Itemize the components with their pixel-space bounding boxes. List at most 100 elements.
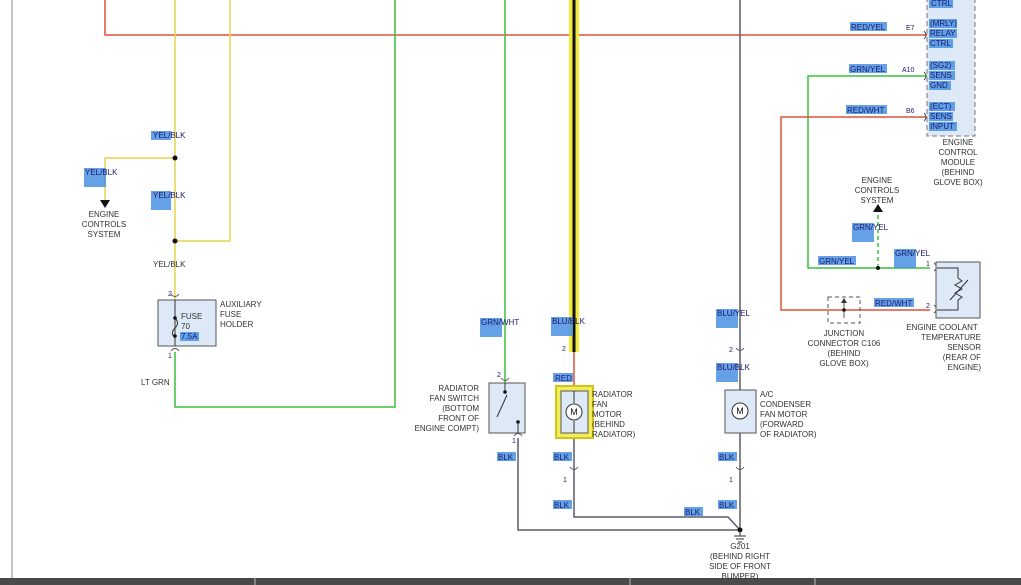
blk-label-ac: BLK [719,453,735,462]
fuse-icon [172,317,178,339]
blk-label-ac-2: BLK [719,501,735,510]
rad-pin-bottom: 1 [563,477,567,484]
hl [716,363,738,382]
yel-blk-label-a1: YEL/BLK [153,131,186,140]
hl [929,39,953,48]
hl [929,71,955,80]
rad-l2: FAN [592,400,608,409]
hl [929,61,955,70]
hl [716,309,738,328]
hl [180,332,199,341]
junction-l4: GLOVE BOX) [819,359,869,368]
sensor-l4: (REAR OF [943,353,981,362]
thermistor-arrow [949,279,969,301]
hl [497,452,516,461]
ac-motor-symbol: M [736,406,744,416]
sensor-l3: SENSOR [947,343,981,352]
ac-l2: CONDENSER [760,400,811,409]
arrow-down-icon [100,200,110,208]
lt-grn-wire [174,0,396,408]
hl [929,0,953,8]
ecm-name-1: ENGINE [943,138,974,147]
blk-label-switch: BLK [498,453,514,462]
ecm-name-4: (BEHIND [942,168,975,177]
ecm-b6-l3: INPUT [930,122,954,131]
red-yel-wire [104,0,930,36]
rad-pin-top: 2 [562,346,566,353]
sensor-l2: TEMPERATURE [921,333,981,342]
ac-l4: (FORWARD [760,420,804,429]
fuse-dot [173,316,177,320]
sensor-lead [937,267,959,278]
hl [849,64,887,73]
lt-grn-label: LT GRN [141,378,170,387]
red-label: RED [555,374,572,383]
switch-contact [503,390,507,394]
junction-l2: CONNECTOR C106 [808,339,881,348]
yel-blk-label-b: YEL/BLK [153,191,186,200]
fuse-rating: 7.5A [181,332,198,341]
ac-l1: A/C [760,390,774,399]
hl [929,19,957,28]
ac-pin-top: 2 [729,347,733,354]
left-ec-l1: ENGINE [89,210,120,219]
sensor-l5: ENGINE) [948,363,982,372]
splice [172,155,178,161]
switch-pin-bottom: 1 [512,438,516,445]
switch-l1: RADIATOR [438,384,479,393]
right-ec-l2: CONTROLS [855,186,899,195]
fuse-pin-top: 2 [168,291,172,298]
ecm-e7-l2: RELAY [930,29,956,38]
fuse-pin-bottom: 1 [168,353,172,360]
motor-icon [565,403,583,421]
ac-motor-icon [731,402,749,420]
switch-l3: (BOTTOM [442,404,479,413]
grn-yel-label-left: GRN/YEL [819,257,855,266]
splice [172,238,178,244]
ground-l3: SIDE OF FRONT [709,562,771,571]
right-ec-l3: SYSTEM [861,196,894,205]
hl [818,256,856,265]
hl [846,105,887,114]
left-ec-l2: CONTROLS [82,220,126,229]
switch-pin-top: 2 [497,372,501,379]
hl [684,507,703,516]
hl [929,29,957,38]
hl [151,191,171,210]
ecm-e7-pin: E7 [906,25,915,32]
hl [852,223,874,242]
sensor-lead [937,300,959,311]
ecm-name-5: GLOVE BOX) [933,178,983,187]
grn-yel-wire [807,75,930,269]
hl [850,22,887,31]
grn-yel-label-sensor: GRN/YEL [895,249,931,258]
grn-wht-label: GRN/WHT [481,318,519,327]
splice [876,266,880,270]
ac-pin-bottom: 1 [729,477,733,484]
hl [480,318,502,337]
blk-wire-fan [573,437,741,531]
rad-l4: (BEHIND [592,420,625,429]
grn-yel-label-branch: GRN/YEL [853,223,889,232]
fuse-number: 70 [181,322,190,331]
connector-marks [923,30,927,122]
ecm-top-label: CTRL [931,0,952,8]
sensor-pin-top: 1 [926,261,930,268]
switch-connector [500,377,523,437]
hl [718,500,737,509]
ecm-b6-wire: RED/WHT [847,106,884,115]
junction-connector [827,296,861,324]
blk-label-rad-2: BLK [554,501,570,510]
ecm-a10-wire: GRN/YEL [850,65,886,74]
hl [929,102,955,111]
ground-l2: (BEHIND RIGHT [710,552,770,561]
fuse-connector [170,293,180,352]
ecm-b6-pin: B6 [906,108,915,115]
rad-l3: MOTOR [592,410,622,419]
fuse-holder-1: AUXILIARY [220,300,262,309]
ecm-name-2: CONTROL [938,148,978,157]
hl [553,373,573,382]
hl [929,122,957,131]
hl [553,452,572,461]
junction-l1: JUNCTION [824,329,865,338]
